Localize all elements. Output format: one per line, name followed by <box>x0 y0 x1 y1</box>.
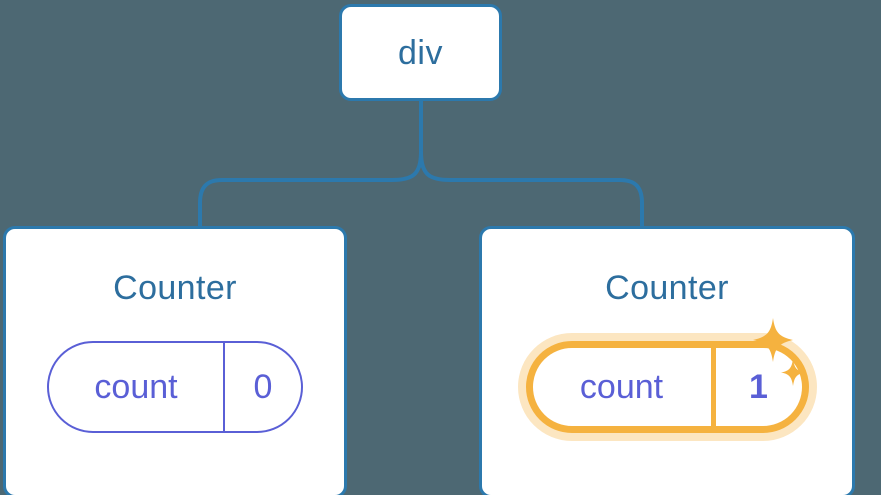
counter-right-title: Counter <box>605 269 729 307</box>
node-div[interactable]: div <box>339 4 502 101</box>
node-div-label: div <box>398 33 443 72</box>
connector-branch-left <box>198 150 423 228</box>
state-pill-count-right[interactable]: count 1 <box>525 318 809 433</box>
node-counter-left[interactable]: Counter count 0 <box>3 226 347 495</box>
node-counter-right[interactable]: Counter count 1 <box>479 226 855 495</box>
connector-branch-right <box>419 150 644 228</box>
counter-left-state-wrap: count 0 <box>6 341 344 433</box>
counter-right-state-wrap: count 1 <box>482 318 852 433</box>
state-pill-count-left[interactable]: count 0 <box>47 341 303 433</box>
counter-left-title: Counter <box>113 269 237 307</box>
state-pill-key: count <box>94 368 178 406</box>
state-pill-value: 0 <box>223 343 301 431</box>
state-pill-key: count <box>579 368 664 406</box>
state-pill-value: 1 <box>710 348 802 426</box>
